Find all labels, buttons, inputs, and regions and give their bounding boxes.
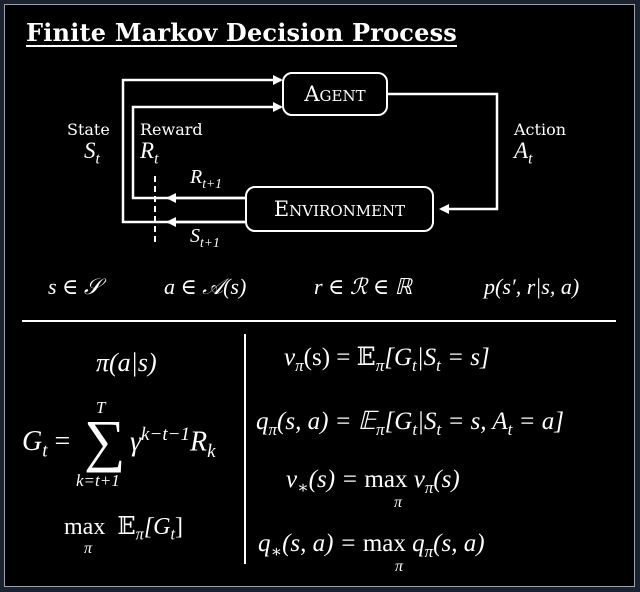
action-label: Action	[514, 120, 566, 139]
environment-box: Environment	[245, 186, 434, 232]
state-symbol: St	[84, 138, 100, 168]
max-subscript: π	[84, 540, 93, 557]
sum-lower-limit: k=t+1	[76, 471, 120, 490]
optimal-state-value: v∗(s) = max vπ(s)	[286, 466, 460, 497]
action-symbol: At	[514, 138, 533, 168]
max-expected-return: max 𝔼π[Gt]	[64, 514, 184, 544]
policy-formula: π(a|s)	[96, 348, 157, 377]
optimal-action-value: q∗(s, a) = max qπ(s, a)	[258, 530, 485, 561]
reward-set: r ∈ ℛ ∈ ℝ	[314, 274, 413, 299]
horizontal-divider	[22, 320, 616, 322]
next-reward-symbol: Rt+1	[190, 166, 222, 191]
state-value-function: vπ(s) = 𝔼π[Gt|St = s]	[284, 344, 490, 375]
optimal-state-max-subscript: π	[394, 494, 403, 511]
action-value-function: qπ(s, a) = 𝔼π[Gt|St = s, At = a]	[256, 408, 564, 439]
optimal-action-max-subscript: π	[395, 558, 404, 575]
state-set: s ∈ 𝒮	[48, 274, 101, 299]
slide-title: Finite Markov Decision Process	[26, 18, 457, 47]
action-set: a ∈ 𝒜(s)	[164, 274, 247, 299]
sum-upper-limit: T	[96, 398, 106, 417]
reward-label: Reward	[140, 120, 203, 139]
vertical-divider	[244, 334, 246, 564]
sum-symbol: ∑	[84, 408, 126, 473]
action-arrow	[388, 92, 499, 214]
next-state-symbol: St+1	[190, 225, 220, 250]
agent-box: Agent	[282, 72, 388, 116]
reward-symbol: Rt	[140, 138, 159, 168]
return-lhs: Gt =	[22, 426, 71, 462]
transition-prob: p(s′, r|s, a)	[484, 274, 580, 299]
state-label: State	[67, 120, 110, 139]
discounted-reward-term: γk−t−1Rk	[130, 424, 216, 463]
